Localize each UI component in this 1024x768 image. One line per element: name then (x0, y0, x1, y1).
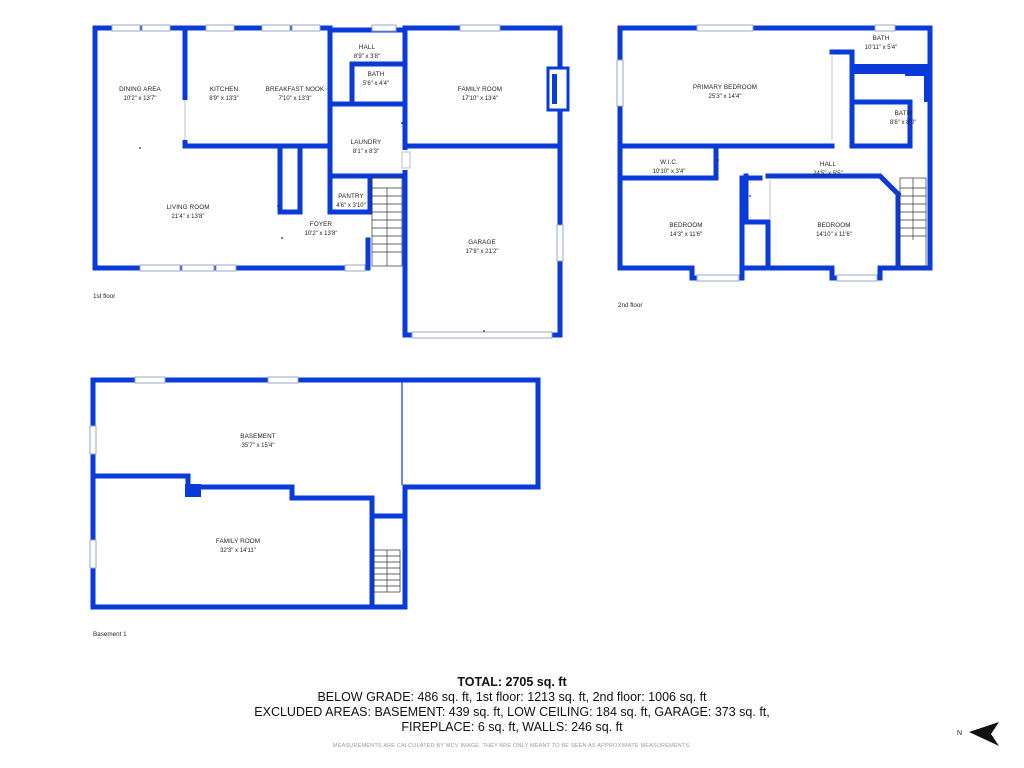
stairs-first-floor (371, 177, 403, 267)
room-dim-garage: 17'8" x 21'2" (466, 249, 499, 255)
room-name-laundry: LAUNDRY (351, 139, 382, 146)
room-name-bath-second-a: BATH (873, 35, 890, 42)
summary-line-2: EXCLUDED AREAS: BASEMENT: 439 sq. ft, LO… (254, 705, 770, 719)
room-name-family-room-basement: FAMILY ROOM (216, 538, 260, 545)
room-name-breakfast-nook: BREAKFAST NOOK (266, 86, 325, 93)
floor-label-first: 1st floor (93, 293, 115, 300)
summary-line-1: BELOW GRADE: 486 sq. ft, 1st floor: 1213… (317, 690, 707, 704)
room-dim-bedroom-b: 14'10" x 11'6" (816, 232, 852, 238)
room-dim-dining-area: 10'2" x 13'7" (124, 96, 157, 102)
room-name-hall-first: HALL (359, 44, 376, 51)
room-name-living-room: LIVING ROOM (166, 204, 209, 211)
floor-label-basement: Basement 1 (93, 631, 127, 638)
room-dim-bedroom-a: 14'3" x 11'6" (670, 232, 702, 238)
room-name-pantry: PANTRY (338, 193, 364, 200)
summary-total: TOTAL: 2705 sq. ft (457, 675, 567, 689)
stairs-second-floor (899, 177, 927, 267)
room-dim-bath-second-b: 8'6" x 8'0" (890, 120, 916, 126)
fireplace (546, 66, 570, 112)
room-name-bath-second-b: BATH (895, 110, 912, 117)
room-name-family-room-first: FAMILY ROOM (458, 86, 502, 93)
room-dim-living-room: 21'4" x 13'8" (172, 214, 205, 220)
room-dim-bath-first: 5'6" x 4'4" (363, 81, 389, 87)
room-name-basement: BASEMENT (240, 433, 275, 440)
measurement-disclaimer: MEASUREMENTS ARE CALCULATED BY MCV IMAGE… (332, 743, 692, 749)
room-name-bedroom-a: BEDROOM (669, 222, 702, 229)
room-name-foyer: FOYER (310, 221, 333, 228)
area-summary: TOTAL: 2705 sq. ft BELOW GRADE: 486 sq. … (0, 675, 1024, 735)
room-name-bedroom-b: BEDROOM (817, 222, 850, 229)
room-dim-pantry: 4'6" x 3'10" (336, 203, 366, 209)
room-dim-wic: 10'10" x 3'4" (653, 169, 686, 175)
room-name-wic: W.I.C. (660, 159, 678, 166)
floor-label-second: 2nd floor (618, 302, 643, 309)
room-name-bath-first: BATH (368, 71, 385, 78)
basement-plan: BASEMENT 35'7" x 15'4" FAMILY ROOM 32'3"… (89, 376, 541, 638)
room-dim-hall-first: 8'9" x 3'8" (354, 54, 380, 60)
summary-line-3: FIREPLACE: 6 sq. ft, WALLS: 246 sq. ft (401, 720, 623, 734)
first-floor-plan: DINING AREA 10'2" x 13'7" KITCHEN 8'9" x… (92, 24, 570, 339)
room-dim-breakfast-nook: 7'10" x 13'3" (279, 96, 312, 102)
room-dim-kitchen: 8'9" x 13'3" (209, 96, 239, 102)
compass-label: N (957, 730, 962, 737)
room-name-hall-second: HALL (820, 161, 837, 168)
room-name-dining-area: DINING AREA (119, 86, 161, 93)
room-dim-family-room-first: 17'10" x 13'4" (462, 96, 498, 102)
room-dim-basement: 35'7" x 15'4" (242, 443, 275, 449)
room-dim-primary-bedroom: 25'3" x 14'4" (709, 94, 742, 100)
room-dim-laundry: 8'1" x 8'3" (353, 149, 379, 155)
room-dim-bath-second-a: 10'11" x 5'4" (865, 45, 897, 51)
room-dim-hall-second: 24'5" x 5'5" (813, 171, 843, 177)
room-name-kitchen: KITCHEN (210, 86, 239, 93)
room-name-garage: GARAGE (468, 239, 496, 246)
room-name-primary-bedroom: PRIMARY BEDROOM (693, 84, 757, 91)
north-arrow-icon: N (957, 722, 999, 746)
room-dim-foyer: 10'2" x 13'8" (305, 231, 338, 237)
room-dim-family-room-basement: 32'3" x 14'11" (220, 548, 256, 554)
stairs-basement (373, 549, 401, 593)
second-floor-plan: PRIMARY BEDROOM 25'3" x 14'4" BATH 10'11… (616, 24, 933, 309)
